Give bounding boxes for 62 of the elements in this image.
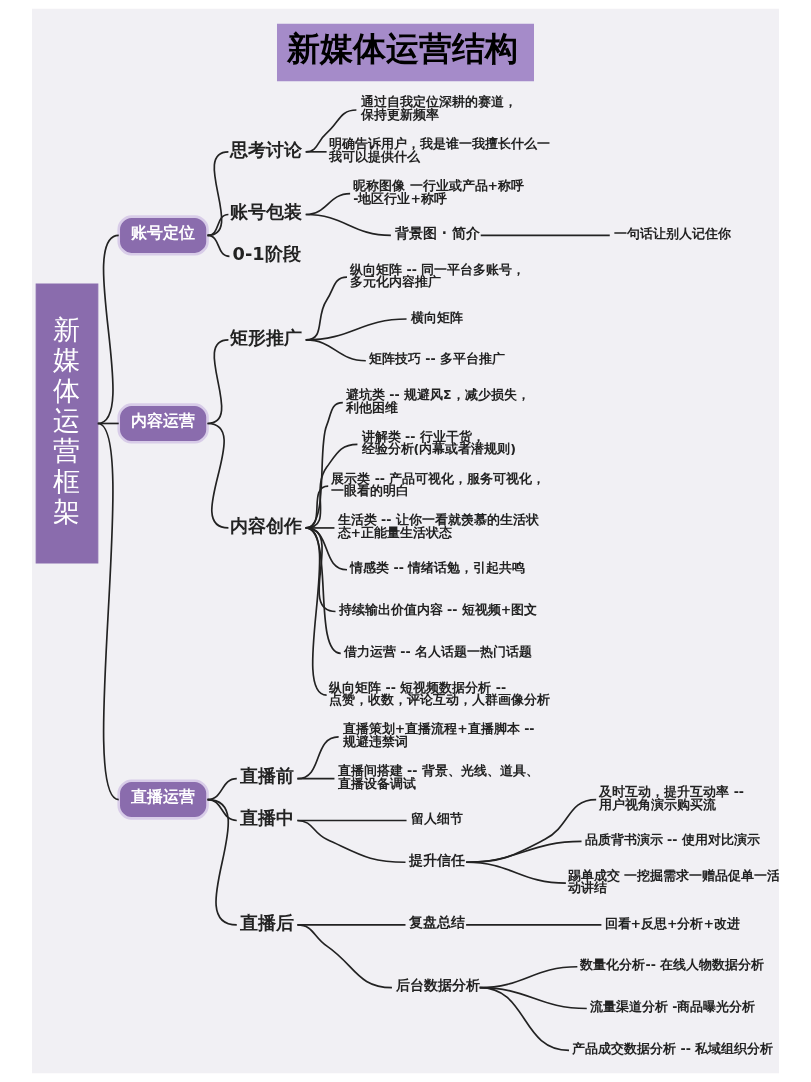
node-text: 账号包装 (230, 202, 303, 223)
connector (304, 109, 358, 153)
connector (296, 736, 340, 780)
connector (465, 861, 567, 884)
node-text: 直播策划+直播流程+直播脚本 -- 规避违禁词 (342, 721, 535, 749)
connector (304, 339, 367, 362)
connector (97, 422, 120, 801)
node-text: 留人细节 (410, 811, 463, 827)
node-text: 数量化分析-- 在线人物数据分析 (580, 957, 765, 973)
node-text: 借力运营 -- 名人话题一热门话题 (343, 644, 532, 660)
node-text: 避坑类 -- 规避风Σ，减少损失，利他困维 (345, 387, 530, 415)
node-text: 昵称图像 一行业或产品+称呼 -地区行业+称呼 (353, 178, 525, 206)
connector (206, 798, 238, 926)
node-box: 内容运营 (117, 403, 209, 444)
node-text: 纵向矩阵 -- 同一平台多账号，多元化内容推广 (350, 261, 526, 290)
node-text: 0-1阶段 (232, 244, 301, 265)
node-text: 品质背书演示 -- 使用对比演示 (584, 832, 760, 848)
node-box: 账号定位 (117, 215, 209, 256)
connector (206, 422, 230, 529)
connector (97, 234, 120, 425)
connector (478, 986, 570, 1052)
connector (304, 213, 392, 237)
node-box: 直播运营 (117, 779, 209, 820)
node-text: 及时互动，提升互动率 -- 用户视角演示购买流 (599, 784, 745, 812)
node-text: 持续输出价值内容 -- 短视频+图文 (338, 602, 538, 618)
node-text: 矩形推广 (230, 327, 303, 348)
node-text: 矩阵技巧 -- 多平台推广 (368, 351, 506, 367)
node-text: 背景图 · 简介 (395, 224, 480, 241)
node-text: 一句话让别人记住你 (613, 226, 731, 242)
node-text: 回看+反思+分析+改进 (604, 915, 740, 931)
node-text: 产品成交数据分析 -- 私域组织分析 (572, 1041, 774, 1057)
connector (296, 924, 393, 989)
connector (304, 527, 328, 696)
node-text: 展示类 -- 产品可视化，服务可视化，一眼看的明白 (331, 470, 546, 499)
node-text: 讲解类 -- 行业干货，经验分析(内幕或者潜规则) (361, 428, 517, 457)
connector (206, 339, 230, 425)
node-text: 直播间搭建 -- 背景、光线、道具、直播设备调试 (337, 763, 539, 791)
node-text: 生活类 -- 让你一看就羡慕的生活状态+正能量生活状态 (337, 512, 539, 540)
node-text: 提升信任 (408, 851, 465, 868)
connector (206, 213, 230, 237)
connector (479, 234, 611, 237)
node-box: 新媒体运营框架 (35, 283, 99, 564)
node-text: 直播中 (239, 808, 294, 829)
connector (465, 924, 603, 926)
node-text: 直播前 (239, 766, 294, 787)
node-text: 内容创作 (230, 515, 303, 536)
node-text: 复盘总结 (408, 914, 465, 931)
connector (296, 819, 407, 864)
connector (206, 151, 230, 237)
node-text: 情感类 -- 情绪话勉，引起共鸣 (350, 560, 526, 576)
node-text: 明确告诉用户，我是谁一我擅长什么一我可以提供什么 (329, 136, 551, 164)
node-text: 纵向矩阵 -- 短视频数据分析 -- 点赞，收数，评论互动，人群画像分析 (329, 679, 551, 708)
connector (206, 234, 231, 258)
connector (296, 777, 336, 780)
node-text: 后台数据分析 (396, 977, 481, 994)
node-text: 思考讨论 (230, 139, 303, 160)
node-text: 横向矩阵 (410, 309, 463, 325)
diagram-title: 新媒体运营结构 (287, 28, 519, 68)
node-text: 直播后 (239, 912, 294, 933)
node-text: 流量渠道分析 -商品曝光分析 (589, 999, 756, 1015)
node-text: 通过自我定位深耕的赛道，保持更新频率 (360, 94, 517, 123)
connector (304, 151, 328, 153)
